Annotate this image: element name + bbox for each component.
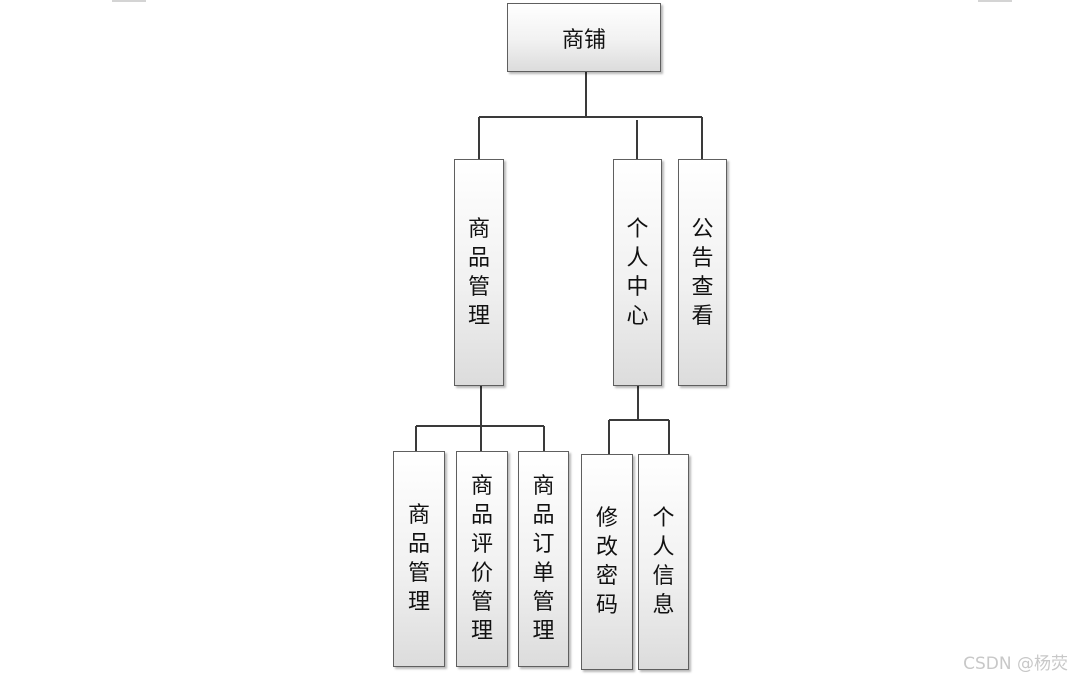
node-label: 公告查看 [691, 216, 714, 329]
corner-mark-left [112, 0, 146, 2]
node-change-password: 修改密码 [581, 454, 633, 670]
node-personal-center: 个人中心 [613, 159, 662, 386]
watermark: CSDN @杨荧 [963, 654, 1068, 674]
node-label: 商品订单管理 [532, 474, 555, 644]
node-label: 商品评价管理 [470, 474, 493, 644]
node-goods-order: 商品订单管理 [518, 451, 569, 667]
node-label: 商品管理 [467, 216, 490, 329]
node-personal-info: 个人信息 [638, 454, 689, 670]
node-goods-management: 商品管理 [454, 159, 504, 386]
node-label: 修改密码 [595, 506, 618, 618]
corner-mark-right [978, 0, 1012, 2]
node-goods-review: 商品评价管理 [456, 451, 508, 667]
node-label: 个人信息 [652, 506, 675, 618]
node-notice-view: 公告查看 [678, 159, 727, 386]
node-label: 商铺 [561, 27, 606, 53]
node-label: 个人中心 [626, 216, 649, 329]
node-root: 商铺 [507, 3, 661, 72]
node-goods: 商品管理 [393, 451, 445, 667]
node-label: 商品管理 [407, 503, 430, 615]
